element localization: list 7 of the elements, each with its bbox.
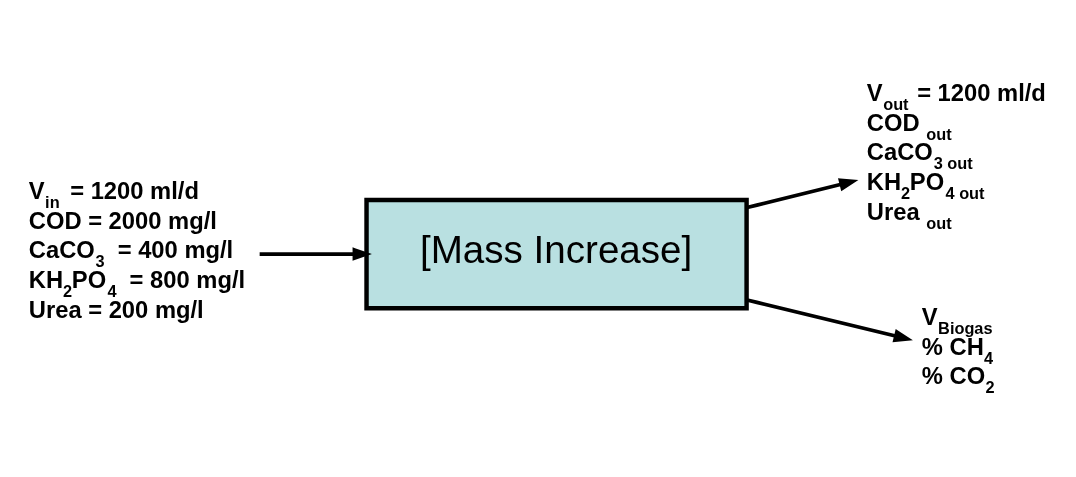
arrow [259,247,372,261]
arrow [746,298,913,343]
node-text: V$_{Biogas}$ % CH$_{4}$ % CO$_{2}$ [921,303,995,397]
node-text: V$_{out}$ = 1200 ml/d COD $_{out}$ CaCO$_{3 out}$ KH$_{2}$PO$_{4 out}$ Urea $_{out}$ [866,78,1046,232]
node-text: V$_{in}$ = 1200 ml/d COD = 2000 mg/l CaCO$_{3}$ = 400 mg/l KH$_{2}$PO$_{4}$ = 800 mg/l Urea = 200 mg/l [28,176,246,323]
node-box: [Mass Increase] [364,197,749,311]
arrow [746,178,859,210]
